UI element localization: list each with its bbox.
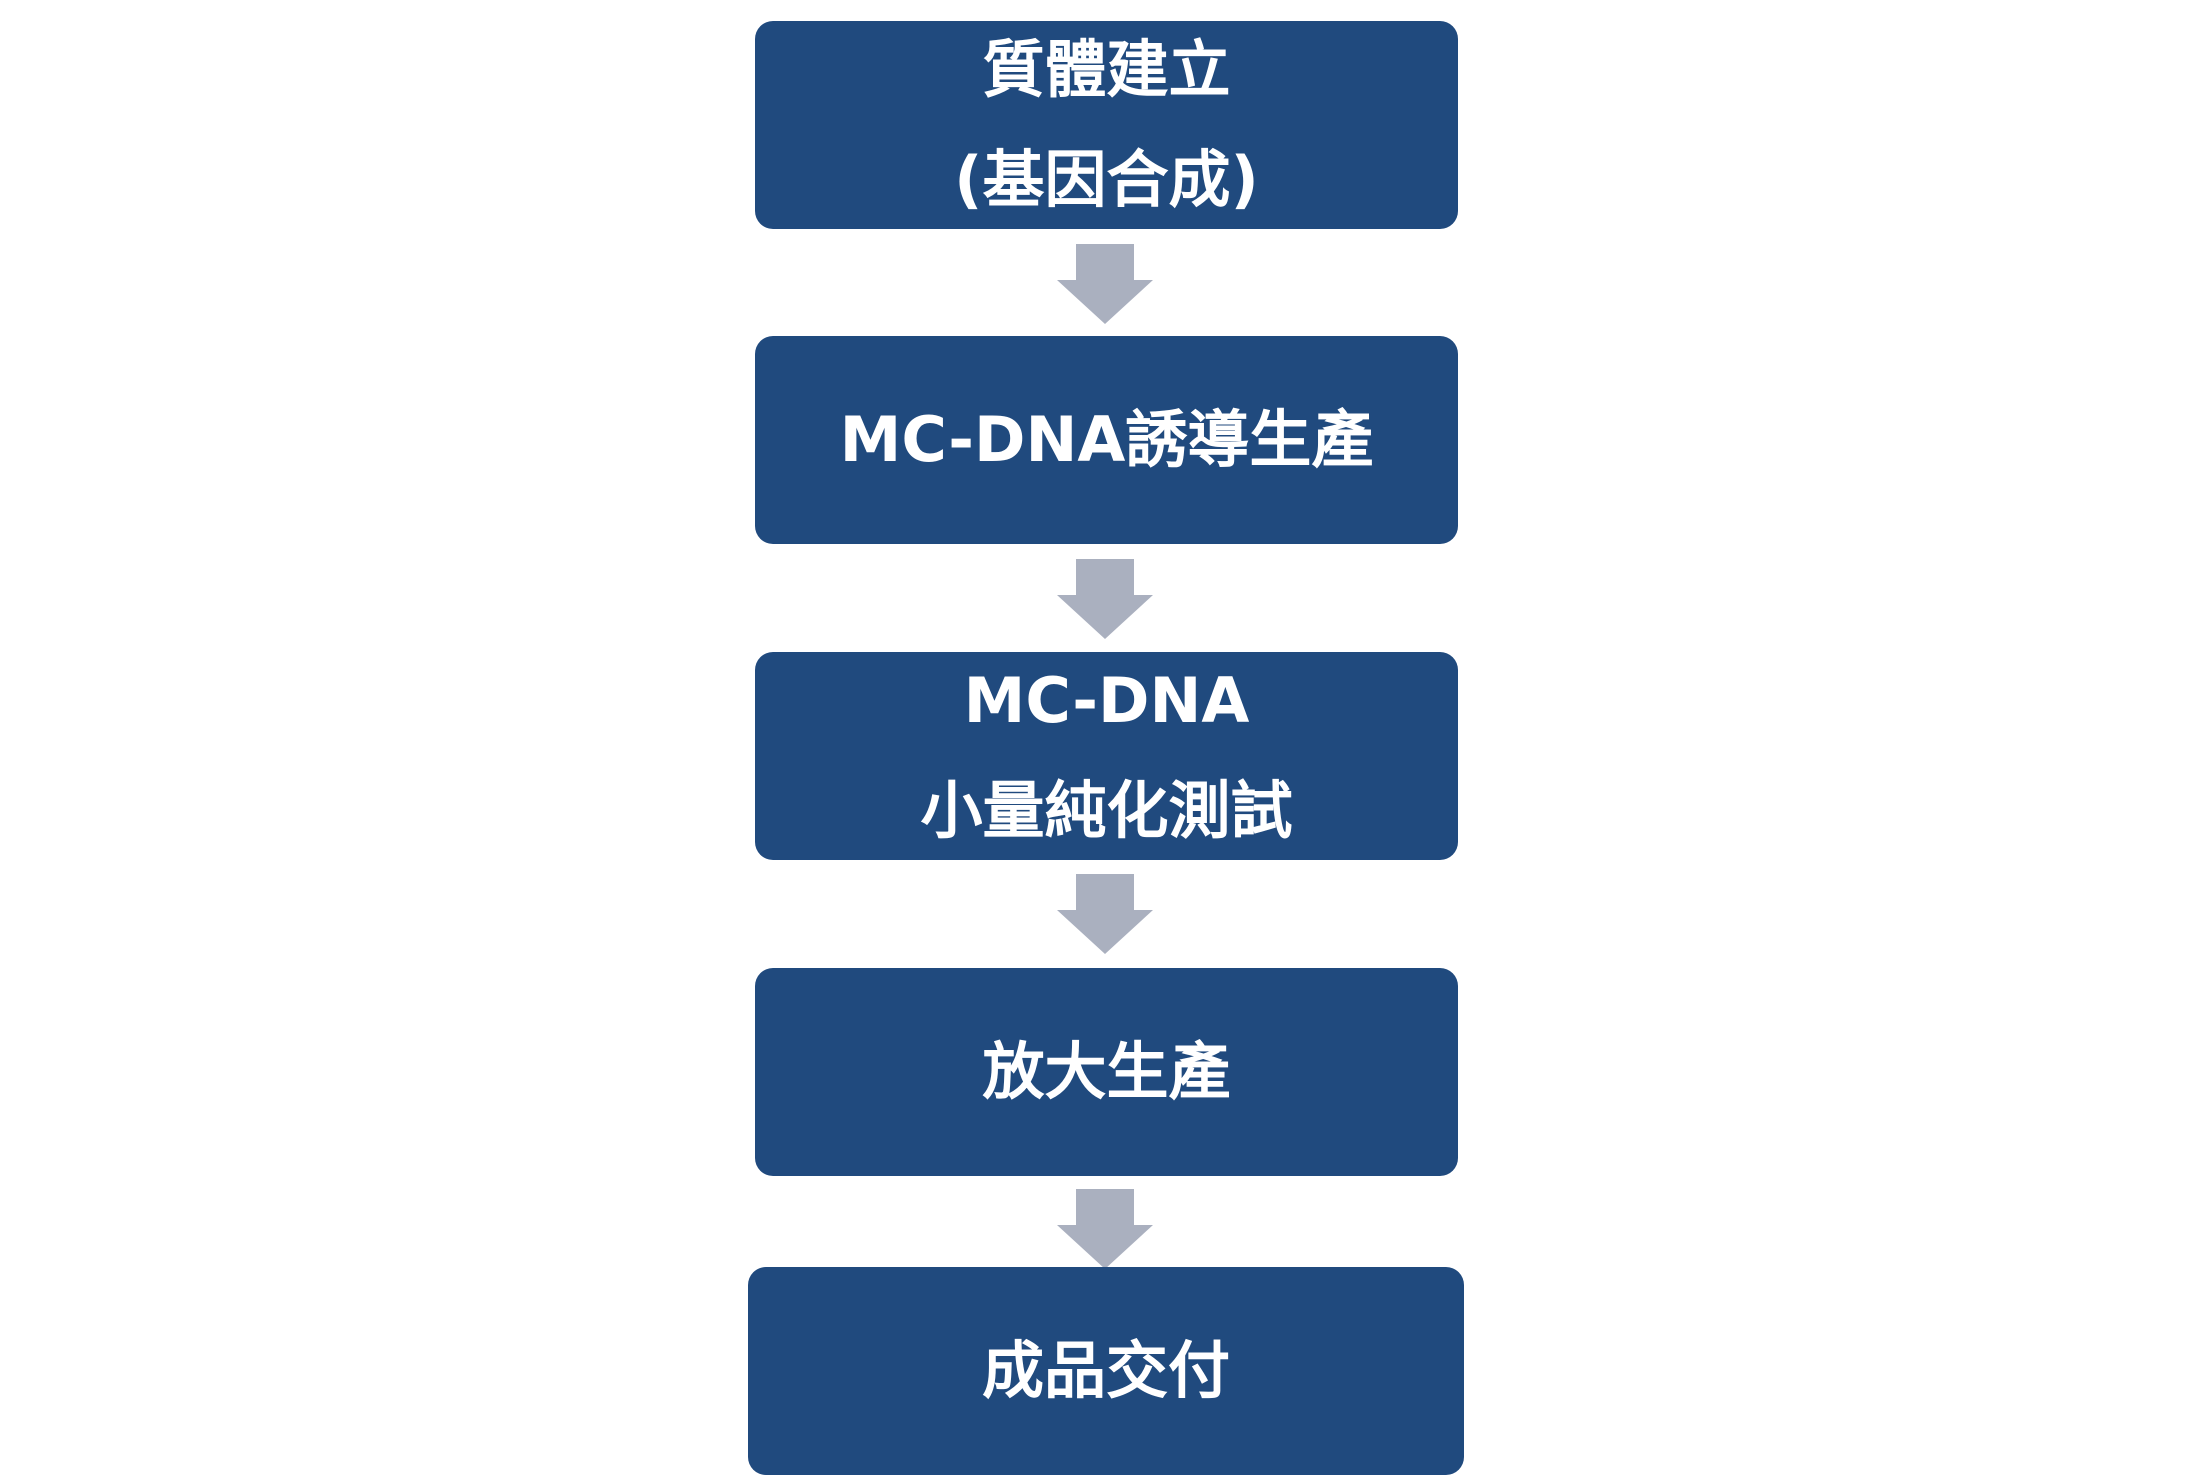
step-scale-up-production: 放大生產 xyxy=(755,968,1458,1176)
down-arrow-icon xyxy=(1057,244,1153,324)
down-arrow-icon xyxy=(1057,559,1153,639)
down-arrow-icon xyxy=(1057,874,1153,954)
step-product-delivery: 成品交付 xyxy=(748,1267,1464,1475)
step-1-subtitle: (基因合成) xyxy=(954,143,1259,216)
step-1-title: 質體建立 xyxy=(982,33,1231,106)
step-2-title: MC-DNA誘導生產 xyxy=(839,403,1374,476)
step-4-title: 放大生產 xyxy=(982,1035,1231,1108)
step-small-scale-purification: MC-DNA 小量純化測試 xyxy=(755,652,1458,860)
step-3-subtitle: 小量純化測試 xyxy=(920,774,1293,847)
step-3-title: MC-DNA xyxy=(963,664,1250,737)
step-5-title: 成品交付 xyxy=(981,1334,1230,1407)
step-mc-dna-induction: MC-DNA誘導生產 xyxy=(755,336,1458,544)
step-plasmid-construction: 質體建立 (基因合成) xyxy=(755,21,1458,229)
down-arrow-icon xyxy=(1057,1189,1153,1269)
